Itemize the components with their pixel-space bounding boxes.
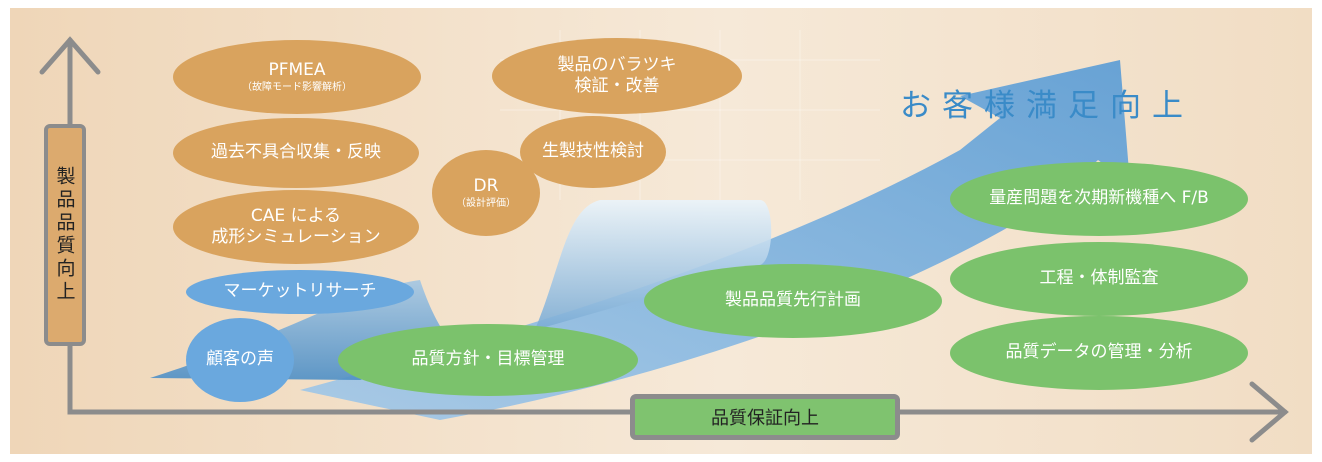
apqp-bubble: 製品品質先行計画 [644,264,942,338]
dr-label: DR [473,175,499,196]
past-defects-bubble: 過去不具合収集・反映 [173,118,419,188]
pfmea-sub-label: （故障モード影響解析） [242,81,352,93]
data-analysis-label: 品質データの管理・分析 [1005,342,1193,363]
manufacturability-bubble: 生製技性検討 [520,116,666,188]
dr-sub-label: （設計評価） [456,197,516,209]
data-analysis-bubble: 品質データの管理・分析 [950,316,1248,390]
y-axis-label-text: 製品品質向上 [53,166,76,304]
x-axis-arrowhead [1249,381,1289,443]
pfmea-label: PFMEA [268,59,326,80]
x-axis-label-text: 品質保証向上 [711,408,819,429]
cae-label-2: 成形シミュレーション [211,227,381,247]
x-axis-label: 品質保証向上 [630,394,900,440]
past-defects-label: 過去不具合収集・反映 [211,142,381,163]
market-research-bubble: マーケットリサーチ [186,270,414,314]
manufacturability-label: 生製技性検討 [542,141,644,162]
variation-label-2: 検証・改善 [574,76,660,96]
ribbon-shape [150,200,772,380]
cae-bubble: CAE による 成形シミュレーション [173,190,419,264]
quality-policy-bubble: 品質方針・目標管理 [338,324,638,396]
audit-label: 工程・体制監査 [1039,268,1159,289]
y-axis-label: 製品品質向上 [44,124,86,346]
apqp-label: 製品品質先行計画 [725,290,861,311]
cae-label: CAE による [250,205,342,226]
y-axis-arrowhead [39,36,101,75]
market-research-label: マーケットリサーチ [223,281,377,302]
customer-voice-label: 顧客の声 [206,349,274,370]
customer-voice-bubble: 顧客の声 [186,318,294,402]
variation-bubble: 製品のバラツキ 検証・改善 [492,38,742,114]
feedback-label: 量産問題を次期新機種へ F/B [989,188,1209,209]
dr-bubble: DR （設計評価） [432,150,540,236]
customer-satisfaction-title: お客様満足向上 [900,88,1194,124]
audit-bubble: 工程・体制監査 [950,242,1248,316]
feedback-bubble: 量産問題を次期新機種へ F/B [950,162,1248,236]
pfmea-bubble: PFMEA （故障モード影響解析） [173,40,421,114]
variation-label: 製品のバラツキ [557,54,677,75]
quality-policy-label: 品質方針・目標管理 [411,349,565,370]
